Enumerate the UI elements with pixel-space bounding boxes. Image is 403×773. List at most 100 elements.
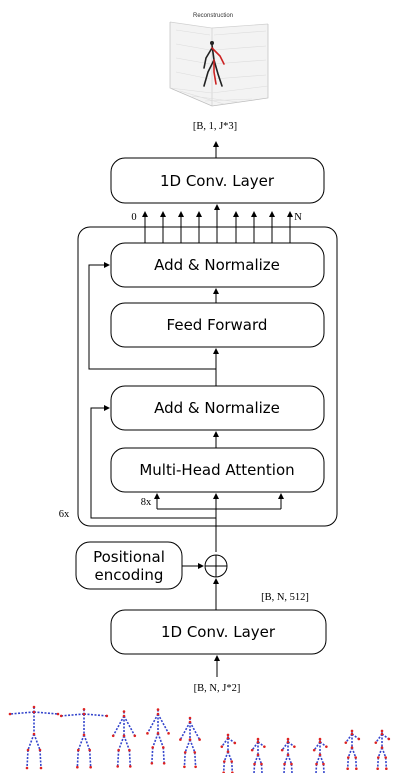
skeleton-joint (293, 745, 296, 748)
skeleton-joint (194, 765, 197, 769)
skeleton-joint (355, 767, 358, 771)
skeleton-bone (375, 733, 383, 744)
conv-layer-top: 1D Conv. Layer (110, 157, 325, 204)
skeleton-joint (162, 761, 166, 765)
skeleton-bone (128, 750, 132, 767)
skeleton-joint (26, 748, 30, 752)
skeleton-joint (167, 732, 170, 735)
add-normalize-bottom-label: Add & Normalize (154, 399, 280, 417)
skeleton-bone (227, 737, 236, 744)
addition-node-icon (204, 554, 228, 578)
attention-heads-label: 8x (141, 497, 152, 508)
multi-head-attention-block: Multi-Head Attention (110, 447, 325, 493)
skeleton-bone (157, 733, 165, 748)
skeleton-bone (146, 713, 159, 734)
skeleton-joint (286, 740, 290, 744)
skeleton-bone (123, 735, 131, 751)
skeleton-bone (184, 739, 191, 753)
skeleton-bone (83, 713, 107, 717)
skeleton-joint (350, 729, 354, 733)
skeleton-joint (260, 762, 263, 766)
skeleton-joint (230, 760, 234, 763)
skeleton-bone (230, 761, 234, 773)
skeleton-joint (250, 748, 254, 752)
skeleton-joint (151, 746, 155, 749)
input-skeleton-sequence (8, 705, 391, 773)
skeleton-joint (129, 765, 132, 768)
skeleton-joint (280, 748, 284, 752)
skeleton-bone (33, 711, 59, 715)
output-shape-label: [B, 1, J*3] (193, 121, 237, 132)
skeleton-joint (354, 756, 358, 759)
skeleton-joint (77, 748, 80, 752)
skeleton-joint (89, 765, 92, 769)
feed-forward-label: Feed Forward (167, 316, 268, 334)
skeleton-bone (83, 734, 91, 751)
skeleton-joint (179, 738, 182, 741)
skeleton-bone (377, 747, 383, 758)
sequence-output-arrows (142, 204, 293, 243)
skeleton-joint (376, 756, 380, 759)
skeleton-joint (220, 745, 224, 748)
skeleton-joint (318, 737, 322, 741)
skeleton-joint (32, 705, 36, 709)
skeleton-bone (112, 715, 125, 737)
skeleton-bone (319, 754, 325, 765)
conv-layer-bottom: 1D Conv. Layer (110, 609, 327, 655)
skeleton-joint (315, 762, 318, 766)
skeleton-joint (226, 750, 230, 753)
reconstruction-plot: Reconstruction (169, 13, 269, 107)
skeleton-joint (111, 734, 115, 738)
skeleton-bone (116, 750, 120, 767)
skeleton-joint (346, 767, 349, 771)
skeleton-bone (76, 750, 80, 768)
skeleton-joint (263, 745, 266, 748)
skeleton-bone (27, 733, 35, 751)
skeleton-bone (257, 754, 263, 765)
skeleton-joint (188, 738, 192, 741)
skeleton-bone (162, 747, 165, 764)
skeleton-bone (351, 747, 357, 758)
skeleton-joint (376, 767, 379, 771)
skeleton-bone (283, 754, 289, 765)
skeleton-joint (384, 756, 388, 759)
skeleton-bone (290, 763, 293, 773)
skeleton-joint (344, 741, 348, 744)
skeleton-joint (380, 746, 384, 749)
skeleton-bone (345, 733, 353, 744)
skeleton-bone (347, 747, 353, 758)
skeleton-bone (157, 713, 170, 734)
skeleton-joint (256, 753, 260, 757)
skeleton-bone (221, 737, 229, 748)
repeat-count-label: 6x (59, 509, 70, 520)
skeleton-bone (251, 741, 259, 751)
skeleton-joint (346, 756, 350, 759)
skeleton-joint (193, 751, 197, 754)
skeleton-joint (76, 765, 79, 769)
skeleton-bone (376, 757, 380, 769)
multi-head-attention-label: Multi-Head Attention (139, 461, 294, 479)
skeleton-joint (117, 748, 120, 752)
skeleton-joint (226, 736, 230, 740)
skeleton-bone (381, 747, 387, 758)
skeleton-bone (189, 721, 201, 740)
skeleton-joint (183, 765, 186, 769)
skeleton-joint (318, 753, 322, 757)
skeleton-bone (189, 739, 196, 753)
skeleton-joint (253, 762, 256, 766)
skeleton-bone (313, 741, 321, 751)
plot-3d-axes (169, 21, 269, 107)
skeleton-joint (32, 732, 36, 736)
skeleton-joint (32, 710, 36, 714)
skeleton-joint (156, 708, 160, 711)
skeleton-joint (222, 760, 226, 763)
skeleton-bone (287, 741, 295, 748)
sequence-index-first: 0 (131, 212, 136, 223)
skeleton-bone (281, 741, 289, 751)
skeleton-bone (61, 713, 85, 717)
skeleton-bone (227, 751, 233, 762)
skeleton-joint (286, 737, 290, 741)
skeleton-bone (283, 763, 286, 773)
skeleton-joint (161, 746, 165, 749)
